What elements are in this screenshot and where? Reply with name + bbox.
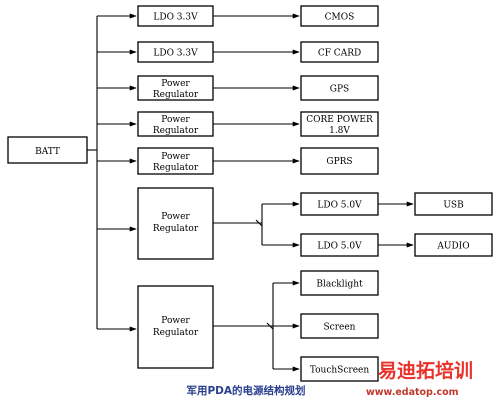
power-regulator-3-line-1: Power: [161, 152, 190, 162]
core-power-box: CORE POWER 1.8V: [300, 111, 379, 137]
power-regulator-box-3: Power Regulator: [137, 147, 214, 175]
core-power-line-1: CORE POWER: [306, 115, 373, 125]
power-regulator-box-1: Power Regulator: [137, 75, 214, 101]
screen-box: Screen: [300, 313, 379, 339]
audio-box: AUDIO: [414, 233, 493, 257]
backlight-box: Blacklight: [300, 270, 379, 296]
power-regulator-box-5: Power Regulator: [137, 285, 214, 369]
gprs-box: GPRS: [300, 147, 379, 175]
watermark-brand: 易迪拓培训: [378, 359, 473, 382]
connection-lines: [87, 13, 414, 372]
ldo-3v3-box-1: LDO 3.3V: [137, 5, 214, 27]
screen-label: Screen: [324, 323, 356, 333]
ldo-5v0-box-2: LDO 5.0V: [300, 233, 379, 257]
core-power-line-2: 1.8V: [329, 126, 350, 136]
cf-card-box: CF CARD: [300, 41, 379, 63]
cmos-label: CMOS: [325, 13, 355, 23]
ldo-5v0-label-2: LDO 5.0V: [317, 242, 362, 252]
diagram-caption: 军用PDA的电源结构规划: [186, 384, 305, 397]
backlight-label: Blacklight: [316, 280, 363, 290]
power-regulator-1-line-1: Power: [161, 79, 190, 89]
watermark: 易迪拓培训 www.edatop.com: [366, 359, 473, 398]
power-regulator-box-2: Power Regulator: [137, 111, 214, 137]
power-regulator-2-line-1: Power: [161, 115, 190, 125]
gps-box: GPS: [300, 75, 379, 101]
watermark-url: www.edatop.com: [366, 387, 459, 398]
power-regulator-2-line-2: Regulator: [153, 126, 199, 136]
cmos-box: CMOS: [300, 5, 379, 27]
gps-label: GPS: [330, 85, 349, 95]
power-regulator-4-line-2: Regulator: [153, 224, 199, 234]
audio-label: AUDIO: [436, 242, 469, 252]
touchscreen-box: TouchScreen: [300, 356, 379, 382]
power-regulator-5-line-2: Regulator: [153, 328, 199, 338]
power-regulator-5-line-1: Power: [161, 316, 190, 326]
touchscreen-label: TouchScreen: [310, 366, 370, 376]
batt-label: BATT: [35, 147, 60, 157]
usb-box: USB: [414, 192, 493, 216]
ldo-3v3-label-1: LDO 3.3V: [153, 13, 198, 23]
power-regulator-box-4: Power Regulator: [137, 187, 214, 260]
power-regulator-3-line-2: Regulator: [153, 163, 199, 173]
ldo-5v0-label-1: LDO 5.0V: [317, 201, 362, 211]
cf-card-label: CF CARD: [318, 49, 361, 59]
ldo-3v3-box-2: LDO 3.3V: [137, 41, 214, 63]
ldo-5v0-box-1: LDO 5.0V: [300, 192, 379, 216]
ldo-3v3-label-2: LDO 3.3V: [153, 49, 198, 59]
batt-box: BATT: [7, 136, 88, 164]
power-regulator-4-line-1: Power: [161, 212, 190, 222]
gprs-label: GPRS: [326, 157, 352, 167]
usb-label: USB: [443, 201, 464, 211]
power-regulator-1-line-2: Regulator: [153, 90, 199, 100]
